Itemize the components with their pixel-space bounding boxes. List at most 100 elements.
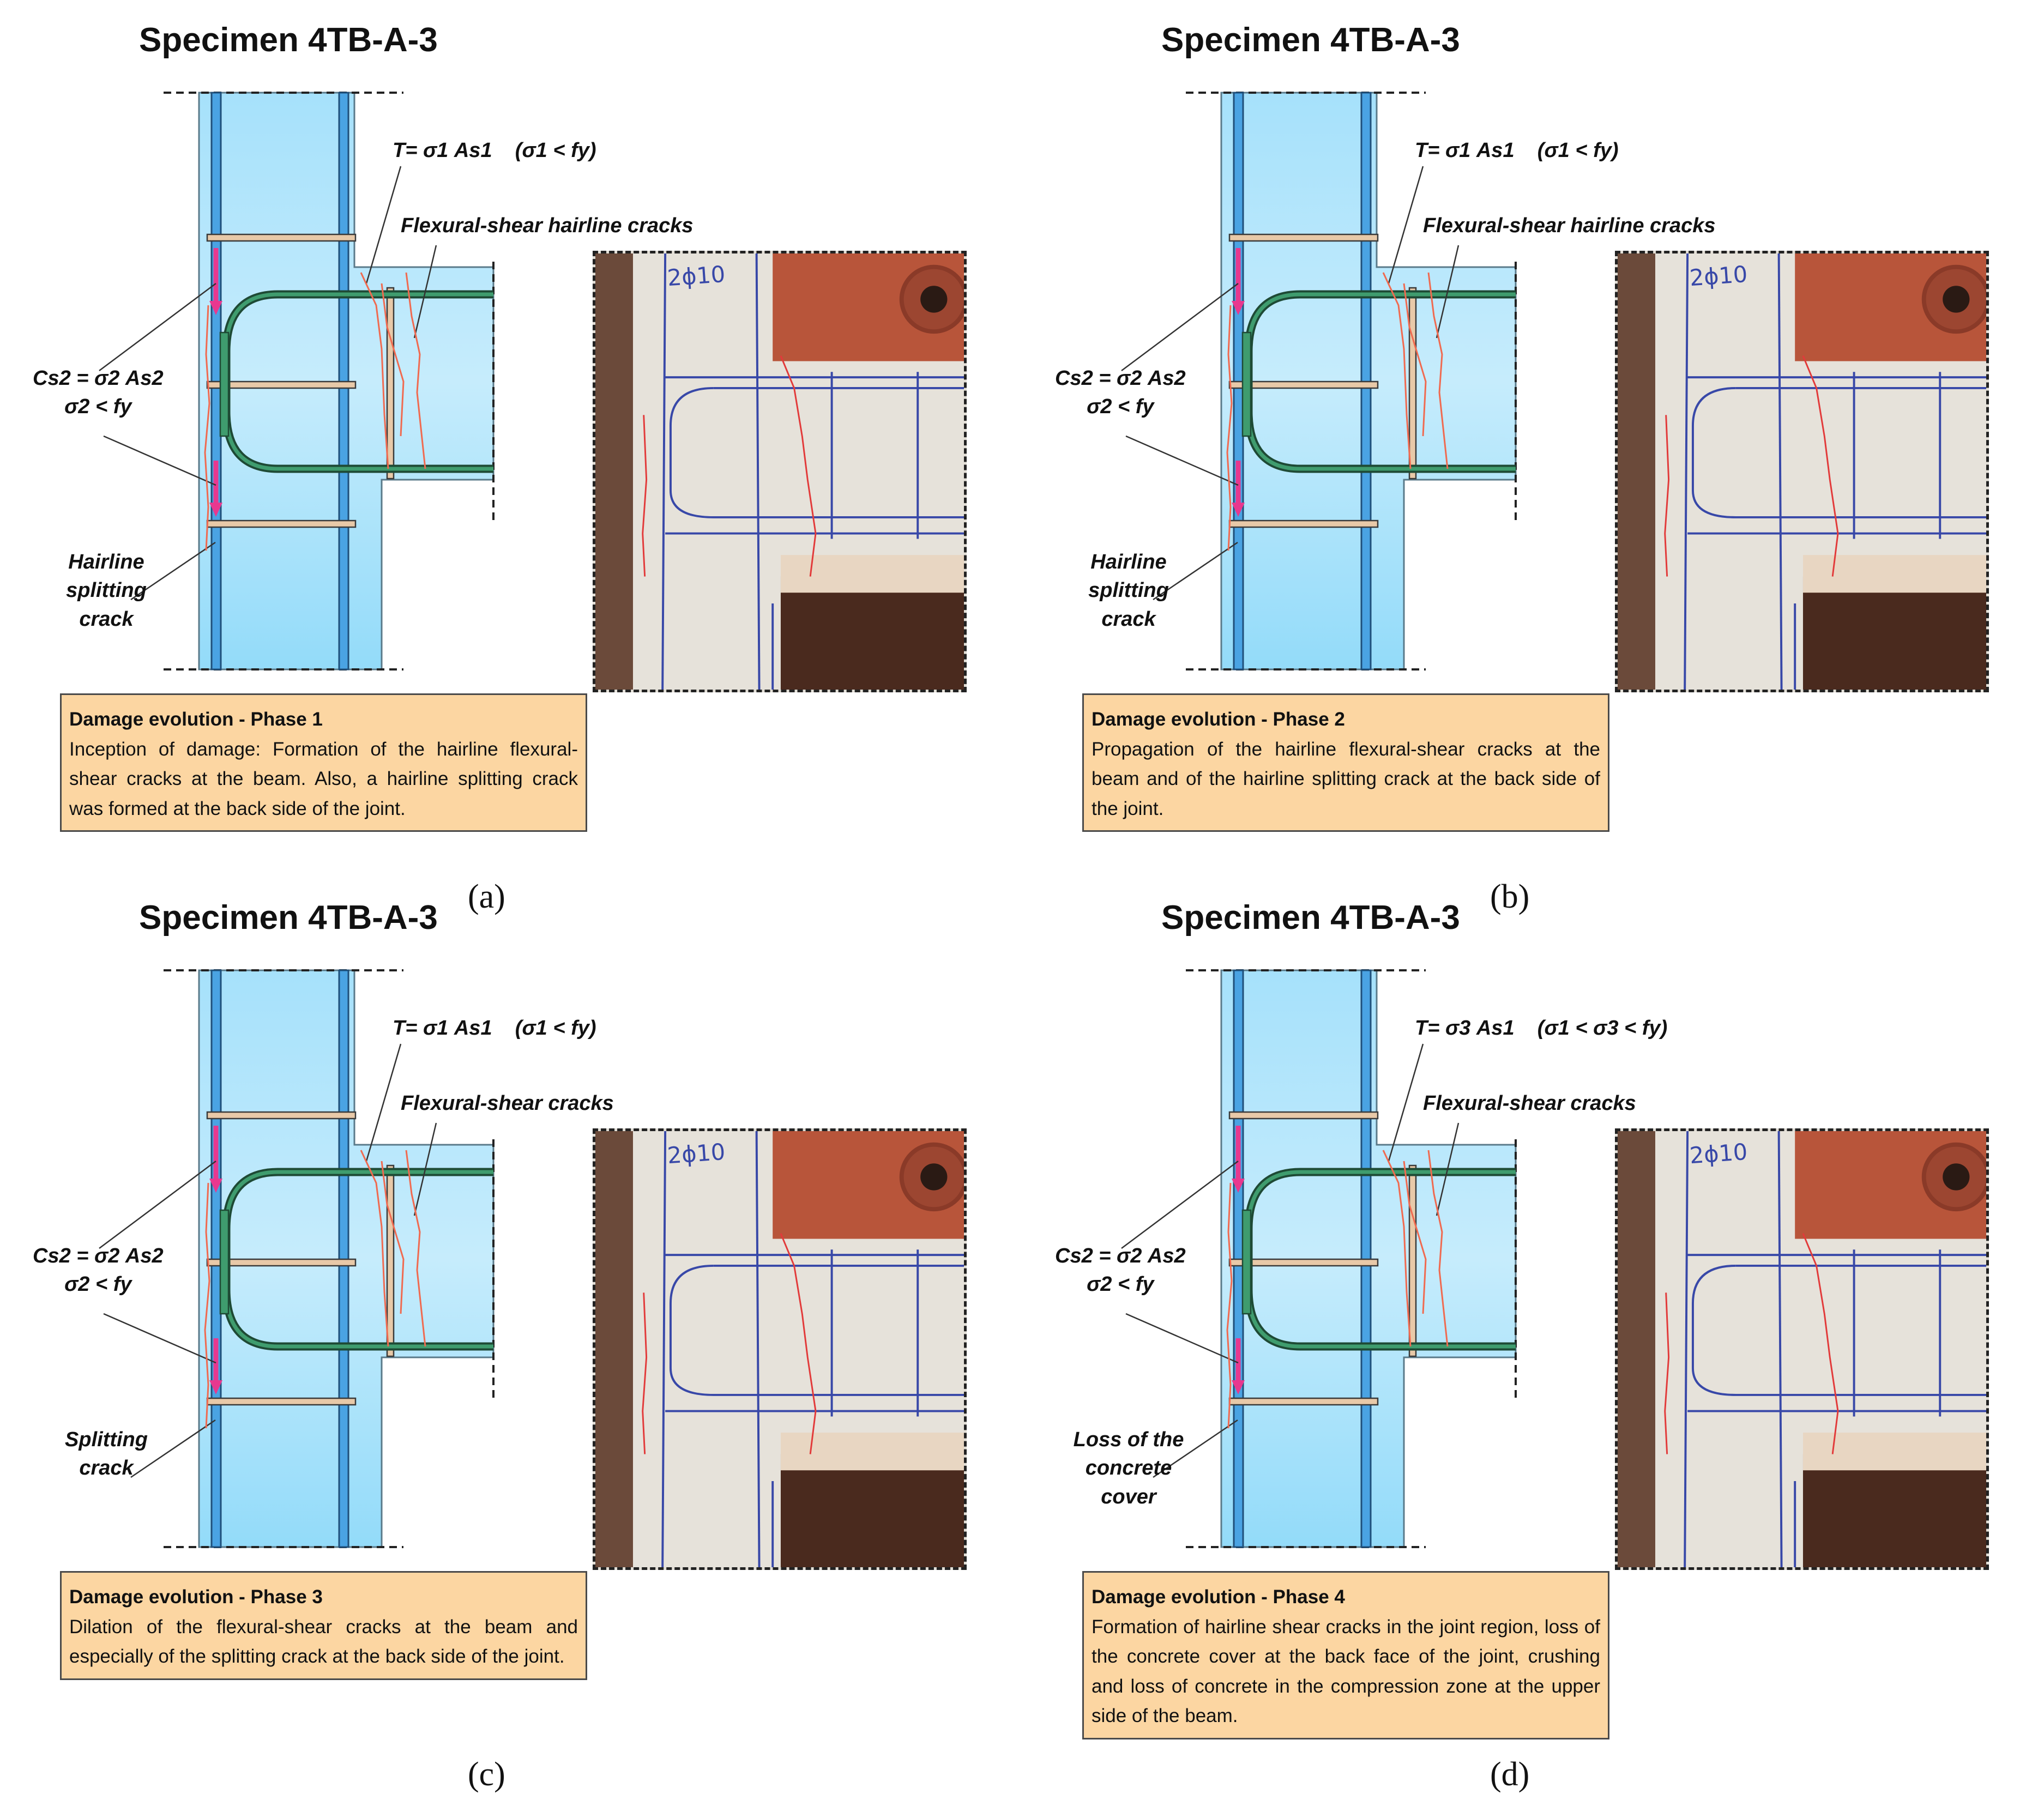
back-splitting-crack xyxy=(1226,305,1233,551)
leader-line xyxy=(99,1160,216,1249)
specimen-title: Specimen 4TB-A-3 xyxy=(1161,899,1460,937)
leader-line xyxy=(1436,245,1460,339)
specimen-photo-image: 2ϕ10 xyxy=(595,1131,964,1567)
photo-marking: 2ϕ10 xyxy=(666,1139,726,1169)
leader-line xyxy=(413,245,437,339)
phase-description: Dilation of the flexural-shear cracks at… xyxy=(69,1616,578,1668)
back-splitting-crack xyxy=(1226,1182,1233,1429)
compression-arrow-head xyxy=(1232,1380,1245,1394)
leader-line xyxy=(103,1313,216,1364)
damage-phase-panel-c: Specimen 4TB-A-3 xyxy=(0,878,1022,1793)
panel-caption: (d) xyxy=(1490,1756,1530,1793)
specimen-photo-image: 2ϕ10 xyxy=(1618,253,1986,690)
phase-description: Propagation of the hairline flexural-she… xyxy=(1092,738,1600,819)
column-stirrup xyxy=(1228,520,1379,528)
phase-description-box: Damage evolution - Phase 4 Formation of … xyxy=(1082,1571,1609,1739)
specimen-photo-image: 2ϕ10 xyxy=(1618,1131,1986,1567)
tension-force-label: T= σ1 As1 (σ1 < fy) xyxy=(1415,139,1619,162)
column-stirrup xyxy=(206,1258,357,1267)
phase-description-box: Damage evolution - Phase 2 Propagation o… xyxy=(1082,693,1609,832)
phase-description: Formation of hairline shear cracks in th… xyxy=(1092,1616,1600,1727)
compression-arrow-head xyxy=(209,1179,222,1193)
column-stirrup xyxy=(1228,1397,1379,1406)
leader-line xyxy=(103,435,216,486)
back-splitting-crack xyxy=(204,305,210,551)
beam-cracks xyxy=(360,272,426,469)
leader-line xyxy=(365,166,402,284)
back-splitting-crack xyxy=(204,1182,210,1429)
leader-line xyxy=(1153,541,1238,601)
phase-title: Damage evolution - Phase 3 xyxy=(69,1586,323,1608)
compression-arrow-head xyxy=(1232,301,1245,315)
compression-arrow-head xyxy=(209,301,222,315)
crack-type-label: Flexural-shear cracks xyxy=(1423,1092,1636,1115)
compression-force-cond: σ2 < fy xyxy=(64,1273,132,1296)
leader-line xyxy=(130,1419,216,1478)
specimen-title: Specimen 4TB-A-3 xyxy=(1161,21,1460,59)
column-stirrup xyxy=(206,1111,357,1120)
column-stirrup xyxy=(206,380,357,389)
compression-force-label: Cs2 = σ2 As2 σ2 < fy xyxy=(1055,1242,1186,1299)
column-stirrup xyxy=(1228,380,1379,389)
back-side-crack-label: Hairline splitting crack xyxy=(1088,551,1169,631)
joint-schematic xyxy=(1121,969,1517,1548)
hook-anchor-plate xyxy=(219,1209,230,1315)
tension-force-label: T= σ3 As1 (σ1 < σ3 < fy) xyxy=(1415,1017,1668,1040)
back-side-crack-label: Splitting crack xyxy=(65,1428,148,1480)
specimen-photo: 2ϕ10 xyxy=(1615,251,1989,692)
specimen-photo-image: 2ϕ10 xyxy=(595,253,964,690)
specimen-title: Specimen 4TB-A-3 xyxy=(139,21,438,59)
photo-marking: 2ϕ10 xyxy=(1689,1139,1748,1169)
phase-title: Damage evolution - Phase 1 xyxy=(69,709,323,730)
compression-arrow-head xyxy=(1232,1179,1245,1193)
beam-cracks xyxy=(360,1150,426,1347)
compression-force-cond: σ2 < fy xyxy=(1087,1273,1154,1296)
joint-schematic xyxy=(99,969,495,1548)
compression-force-eq: Cs2 = σ2 As2 xyxy=(33,1245,164,1267)
column-stirrup xyxy=(206,1397,357,1406)
leader-line xyxy=(1121,282,1239,372)
phase-description: Inception of damage: Formation of the ha… xyxy=(69,738,578,819)
compression-force-label: Cs2 = σ2 As2 σ2 < fy xyxy=(1055,364,1186,421)
compression-force-cond: σ2 < fy xyxy=(1087,395,1154,419)
specimen-title: Specimen 4TB-A-3 xyxy=(139,899,438,937)
tension-force-label: T= σ1 As1 (σ1 < fy) xyxy=(393,139,596,162)
column-stirrup xyxy=(206,233,357,242)
photo-marking: 2ϕ10 xyxy=(1689,261,1748,291)
column-stirrup xyxy=(1228,233,1379,242)
back-side-crack-label: Loss of the concrete cover xyxy=(1073,1428,1184,1508)
panel-caption: (b) xyxy=(1490,878,1530,915)
leader-line xyxy=(413,1122,437,1216)
hook-anchor-plate xyxy=(1241,1209,1252,1315)
compression-force-eq: Cs2 = σ2 As2 xyxy=(1055,1245,1186,1267)
hook-anchor-plate xyxy=(219,331,230,437)
phase-title: Damage evolution - Phase 2 xyxy=(1092,709,1345,730)
compression-force-label: Cs2 = σ2 As2 σ2 < fy xyxy=(33,364,164,421)
compression-force-eq: Cs2 = σ2 As2 xyxy=(33,367,164,390)
phase-title: Damage evolution - Phase 4 xyxy=(1092,1586,1345,1608)
beam-stirrup xyxy=(386,1164,395,1357)
compression-arrow-head xyxy=(209,503,222,517)
specimen-photo: 2ϕ10 xyxy=(1615,1128,1989,1570)
leader-line xyxy=(1388,166,1424,284)
compression-force-cond: σ2 < fy xyxy=(64,395,132,419)
damage-phase-panel-d: Specimen 4TB-A-3 xyxy=(1022,878,2044,1793)
leader-line xyxy=(130,541,216,601)
phase-description-box: Damage evolution - Phase 1 Inception of … xyxy=(60,693,587,832)
damage-phase-panel-b: Specimen 4TB-A-3 xyxy=(1022,0,2044,915)
compression-arrow-head xyxy=(1232,503,1245,517)
crack-type-label: Flexural-shear cracks xyxy=(401,1092,614,1115)
leader-line xyxy=(1436,1122,1460,1216)
compression-force-label: Cs2 = σ2 As2 σ2 < fy xyxy=(33,1242,164,1299)
compression-arrow-head xyxy=(209,1380,222,1394)
leader-line xyxy=(365,1043,402,1162)
beam-cracks xyxy=(1382,1150,1449,1347)
photo-marking: 2ϕ10 xyxy=(666,261,726,291)
damage-phase-panel-a: Specimen 4TB-A-3 xyxy=(0,0,1022,915)
back-side-crack-label: Hairline splitting crack xyxy=(66,551,147,631)
joint-schematic xyxy=(1121,92,1517,671)
leader-line xyxy=(1153,1419,1238,1478)
leader-line xyxy=(1121,1160,1239,1249)
hook-anchor-plate xyxy=(1241,331,1252,437)
column-stirrup xyxy=(1228,1258,1379,1267)
